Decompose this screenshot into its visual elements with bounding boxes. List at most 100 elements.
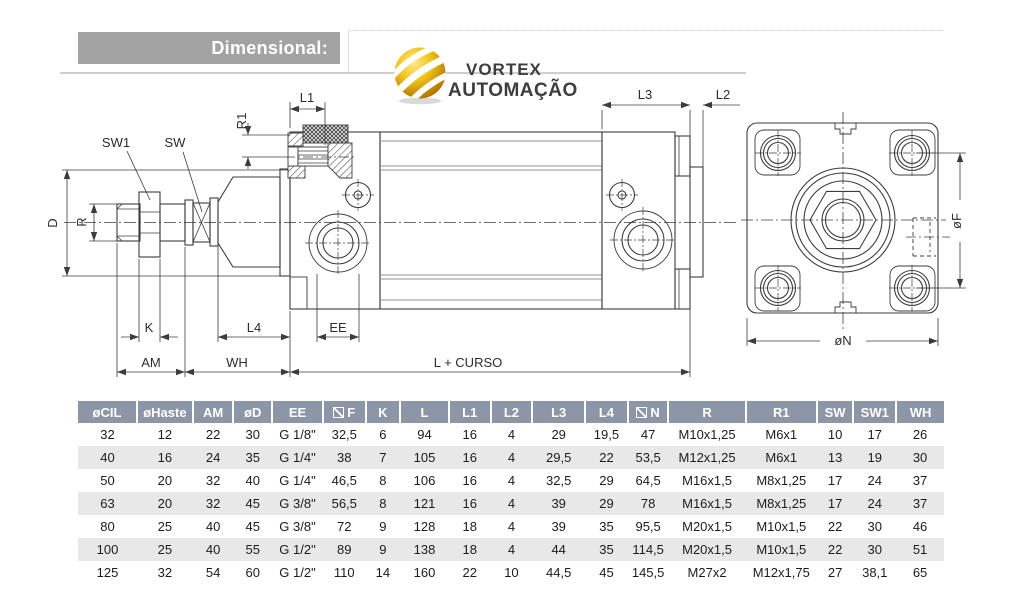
table-cell: G 1/8": [279, 427, 316, 442]
table-cell: 45: [245, 496, 261, 511]
table-cell: 16: [462, 496, 477, 511]
dim-label-sw1: SW1: [102, 135, 130, 150]
rear-cap: [601, 131, 676, 310]
table-cell: 7: [379, 450, 387, 465]
table-cell: 10: [504, 565, 519, 580]
table-cell: 32: [157, 565, 173, 580]
table-cell: 25: [157, 542, 173, 557]
table-cell: 30: [867, 519, 882, 534]
table-cell: 128: [413, 519, 436, 534]
table-cell: 24: [867, 496, 882, 511]
table-cell: 22: [462, 565, 477, 580]
dim-label-on: øN: [834, 333, 851, 348]
table-cell: 38: [337, 450, 352, 465]
dim-label-wh: WH: [226, 355, 248, 370]
column-header: L2: [490, 401, 534, 423]
table-cell: 9: [379, 542, 387, 557]
table-cell: 19,5: [593, 427, 620, 442]
table-cell: 22: [827, 519, 843, 534]
table-cell: 46,5: [331, 473, 357, 488]
table-cell: 20: [157, 473, 173, 488]
table-cell: 63: [100, 496, 115, 511]
dim-label-r: R: [74, 217, 89, 226]
rod-thread: [116, 203, 141, 242]
table-cell: M10x1,25: [678, 427, 736, 442]
table-cell: 40: [100, 450, 115, 465]
column-header: øD: [233, 401, 274, 423]
table-cell: G 1/2": [279, 565, 316, 580]
table-cell: 30: [867, 542, 882, 557]
table-cell: M8x1,25: [756, 496, 807, 511]
table-cell: 30: [245, 427, 261, 442]
table-cell: 38,1: [862, 565, 888, 580]
table-cell: 14: [375, 565, 391, 580]
table-cell: 17: [827, 473, 843, 488]
table-cell: 106: [413, 473, 436, 488]
table-cell: 27: [827, 565, 843, 580]
table-cell: 4: [507, 542, 516, 557]
table-cell: G 3/8": [279, 496, 316, 511]
column-header: R: [668, 401, 747, 423]
table-cell: 44: [551, 542, 566, 557]
table-cell: 4: [507, 519, 516, 534]
top-rule: [350, 30, 943, 31]
table-cell: 32: [100, 427, 115, 442]
table-cell: 25: [157, 519, 173, 534]
top-notch: [834, 123, 857, 135]
table-cell: 121: [413, 496, 436, 511]
table-cell: 32,5: [331, 427, 357, 442]
table-cell: 24: [205, 450, 221, 465]
table-cell: 35: [245, 450, 261, 465]
table-cell: 24: [867, 473, 882, 488]
table-cell: 89: [337, 542, 352, 557]
rod-nut: [138, 191, 161, 258]
table-cell: 17: [867, 427, 882, 442]
table-cell: 138: [413, 542, 436, 557]
column-header: WH: [896, 401, 944, 423]
table-cell: 8: [379, 496, 387, 511]
column-header: øCIL: [78, 401, 138, 423]
table-cell: 4: [507, 473, 516, 488]
column-header: R1: [745, 401, 818, 423]
table-cell: 78: [640, 496, 656, 511]
table-cell: 64,5: [635, 473, 661, 488]
table-cell: 39: [551, 519, 566, 534]
dimension-labels: SW1 SW D R L1 R1 L3 L2 K L4 EE AM WH L +…: [45, 87, 964, 370]
table-cell: 18: [462, 519, 477, 534]
table-cell: 10: [827, 427, 843, 442]
logo-text-top: VORTEX: [466, 60, 542, 79]
table-cell: M16x1,5: [682, 473, 732, 488]
table-cell: 12: [157, 427, 173, 442]
table-cell: 100: [96, 542, 119, 557]
cylinder-barrel: [379, 131, 603, 310]
dim-label-of: øF: [949, 213, 964, 229]
square-symbol-icon: [333, 406, 345, 418]
table-cell: G 1/4": [279, 450, 316, 465]
column-header: K: [365, 401, 402, 423]
table-cell: 40: [245, 473, 261, 488]
table-cell: 46: [912, 519, 928, 534]
table-cell: 56,5: [331, 496, 357, 511]
table-cell: 51: [912, 542, 928, 557]
vortex-logo: VORTEX AUTOMAÇÃO: [385, 42, 577, 106]
dim-label-l1: L1: [300, 90, 314, 105]
column-header: AM: [192, 401, 235, 423]
table-cell: G 1/4": [279, 473, 316, 488]
dim-label-r1: R1: [234, 113, 249, 130]
table-cell: 6: [379, 427, 387, 442]
column-header: øHaste: [136, 401, 194, 423]
dim-label-d: D: [45, 218, 60, 227]
cylinder-front-view: [741, 112, 950, 330]
table-cell: 39: [551, 496, 566, 511]
table-cell: 8: [379, 473, 387, 488]
column-header: L1: [448, 401, 492, 423]
table-cell: 18: [462, 542, 477, 557]
side-view-dimensions: [62, 101, 740, 377]
